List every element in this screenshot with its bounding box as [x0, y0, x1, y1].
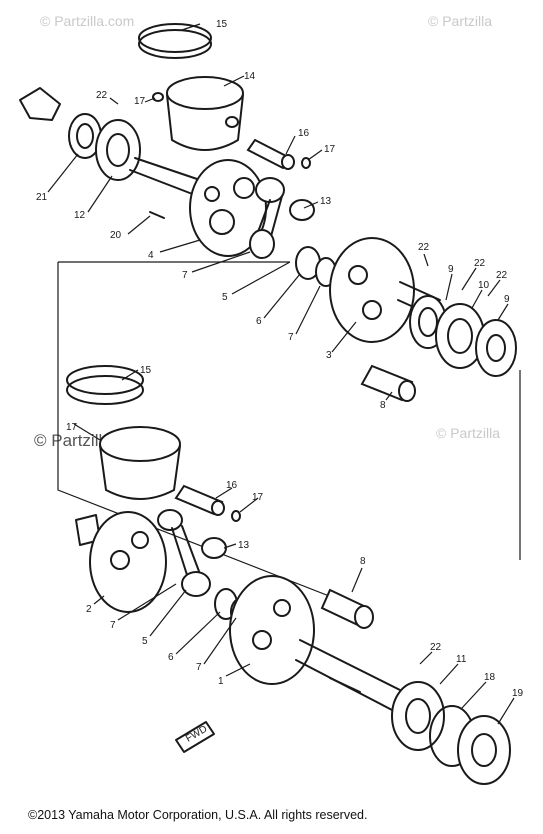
callout-10: 10 — [478, 280, 490, 291]
crank-web-lower-left — [75, 511, 167, 613]
callout-15-upper: 15 — [216, 19, 228, 30]
conrod-lower — [157, 509, 211, 597]
callout-12: 12 — [74, 210, 86, 221]
callout-13-lower: 13 — [238, 540, 250, 551]
clip-17-upper-b — [301, 157, 311, 169]
piston-lower — [99, 426, 181, 500]
key-20 — [149, 211, 165, 219]
callout-22-upper-c: 22 — [474, 258, 486, 269]
callout-leaders — [47, 23, 515, 725]
wrist-pin-lower — [174, 484, 225, 516]
callout-9-upper-a: 9 — [448, 264, 454, 275]
callout-2: 2 — [86, 604, 92, 615]
callout-8-lower: 8 — [360, 556, 366, 567]
piston-rings-upper — [138, 23, 212, 59]
crank-web-lower-right — [229, 575, 315, 685]
callout-19: 19 — [512, 688, 524, 699]
callout-7-lower-a: 7 — [110, 620, 116, 631]
callout-17-lower-a: 17 — [66, 422, 78, 433]
needle-bearing-lower — [201, 537, 227, 559]
callout-3: 3 — [326, 350, 332, 361]
assembly-outline — [57, 261, 521, 613]
callout-22-upper-d: 22 — [496, 270, 508, 281]
callout-22-lower: 22 — [430, 642, 442, 653]
crank-main-shaft — [295, 639, 401, 711]
callout-16-lower: 16 — [226, 480, 238, 491]
piston-upper — [166, 76, 244, 151]
callout-17-upper-b: 17 — [324, 144, 336, 155]
callout-22-upper: 22 — [96, 90, 108, 101]
crank-web-upper-right — [329, 237, 441, 343]
conrod-upper — [249, 177, 285, 259]
callout-18: 18 — [484, 672, 496, 683]
callout-7-upper-b: 7 — [288, 332, 294, 343]
lower-assembly: FWD — [66, 365, 511, 785]
watermark-top-right: © Partzilla — [428, 13, 492, 29]
needle-bearing-upper — [289, 199, 315, 221]
callout-8-upper: 8 — [380, 400, 386, 411]
copyright-notice: ©2013 Yamaha Motor Corporation, U.S.A. A… — [28, 808, 368, 822]
callout-labels: 15 14 17 22 16 17 21 12 13 20 4 7 5 6 7 … — [36, 19, 524, 699]
callout-11: 11 — [456, 654, 467, 665]
bearings-upper-right — [409, 295, 517, 377]
watermark-middle-right: © Partzilla — [436, 425, 500, 441]
callout-6-lower: 6 — [168, 652, 174, 663]
callout-17-upper-a: 17 — [134, 96, 146, 107]
callout-14: 14 — [244, 71, 256, 82]
callout-7-lower-b: 7 — [196, 662, 202, 673]
upper-assembly — [19, 23, 517, 402]
callout-1: 1 — [218, 676, 224, 687]
callout-22-upper-b: 22 — [418, 242, 430, 253]
watermark-top-left: © Partzilla.com — [40, 13, 134, 29]
callout-17-lower-b: 17 — [252, 492, 264, 503]
callout-7-upper-a: 7 — [182, 270, 188, 281]
callout-15-lower: 15 — [140, 365, 152, 376]
callout-5-lower: 5 — [142, 636, 148, 647]
crankpin-8-lower — [320, 588, 374, 629]
callout-9-upper-b: 9 — [504, 294, 510, 305]
fwd-label: FWD — [184, 724, 209, 745]
callout-20: 20 — [110, 230, 122, 241]
piston-rings-lower — [66, 365, 144, 405]
callout-13-upper: 13 — [320, 196, 332, 207]
callout-5-upper: 5 — [222, 292, 228, 303]
callout-4: 4 — [148, 250, 154, 261]
crank-left-end — [19, 87, 201, 196]
clip-17-upper-a — [152, 92, 164, 102]
clip-17-lower — [231, 510, 241, 522]
bearings-lower-right — [391, 681, 511, 785]
callout-21: 21 — [36, 192, 48, 203]
callout-6-upper: 6 — [256, 316, 262, 327]
wrist-pin-upper — [246, 138, 295, 170]
crankpin-8-upper — [360, 364, 416, 402]
fwd-arrow-icon: FWD — [175, 721, 215, 753]
callout-16-upper: 16 — [298, 128, 310, 139]
